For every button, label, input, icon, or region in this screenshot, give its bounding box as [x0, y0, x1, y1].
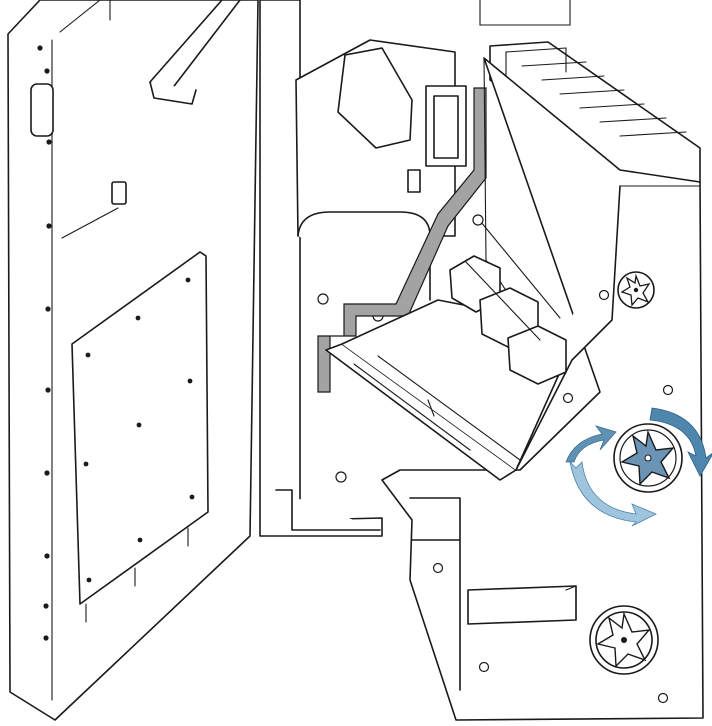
- door-screws: [37, 45, 52, 641]
- highlight-channel: [317, 87, 487, 393]
- knob-icon: [589, 605, 659, 675]
- open-front-door: [7, 0, 259, 721]
- rotate-arrows-icon: [565, 407, 712, 527]
- interior-frame: [259, 0, 571, 537]
- roller-assembly: [449, 214, 567, 385]
- knob-highlighted-icon: [613, 423, 683, 493]
- panel-screws: [83, 277, 195, 583]
- knob-icon: [617, 271, 655, 309]
